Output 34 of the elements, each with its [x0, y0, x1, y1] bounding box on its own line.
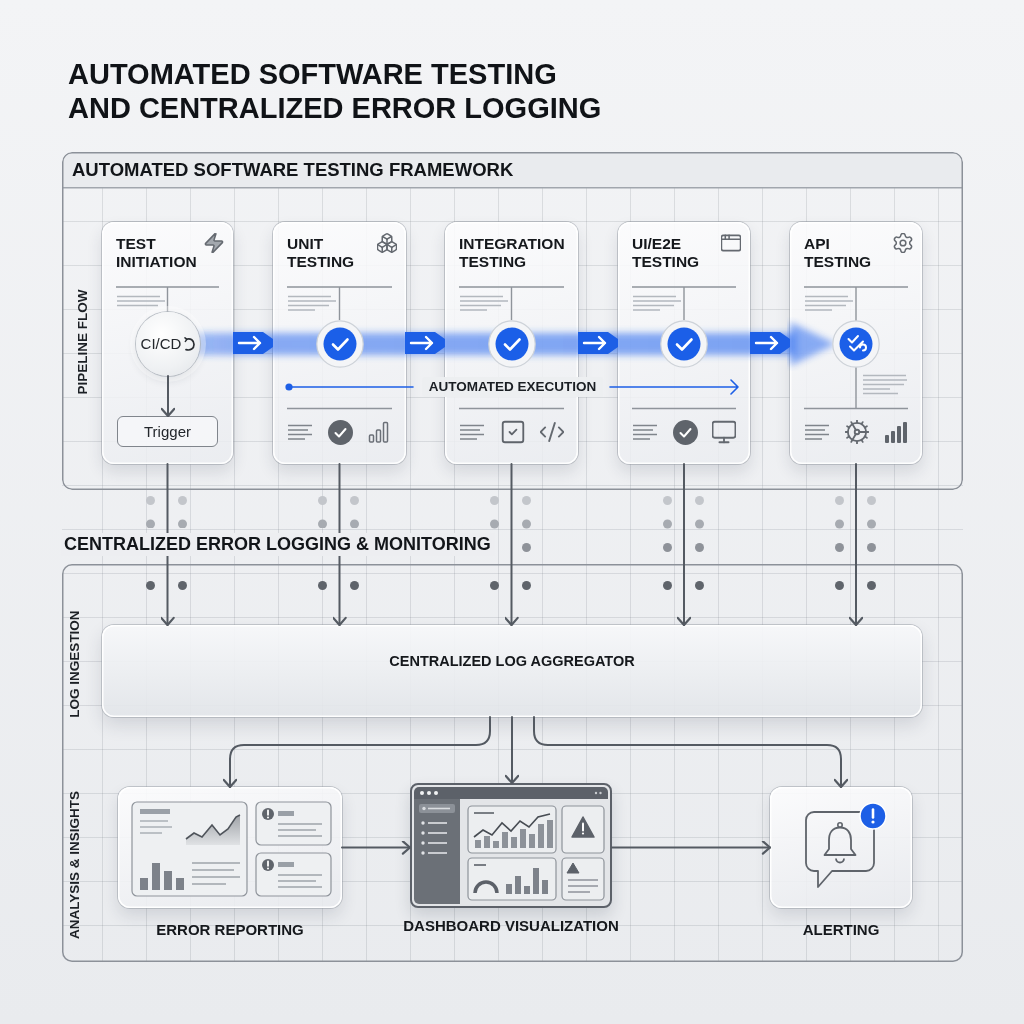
arrow	[611, 840, 772, 855]
stage-card	[273, 222, 406, 464]
aggregator-bar	[102, 625, 922, 717]
card-heading: UNIT TESTING	[287, 235, 356, 271]
node-label: ALERTING	[802, 921, 880, 939]
ci-cd-circle	[136, 312, 200, 376]
section-panel	[62, 152, 963, 490]
node-label: DASHBOARD VISUALIZATION	[403, 917, 619, 935]
arrow	[676, 463, 692, 627]
stage-card	[618, 222, 750, 464]
side-label: LOG INGESTION	[66, 610, 83, 718]
arrow	[848, 463, 864, 627]
arrow	[160, 375, 176, 418]
arrow	[504, 463, 519, 627]
card-heading: TEST INITIATION	[116, 235, 198, 271]
arrow	[341, 840, 412, 855]
stage-card	[790, 222, 922, 464]
stage-card	[102, 222, 233, 464]
arrow	[533, 716, 849, 789]
arrow	[504, 716, 520, 785]
side-label: PIPELINE FLOW	[74, 289, 91, 395]
card-heading: UI/E2E TESTING	[632, 235, 701, 271]
arrow	[222, 716, 491, 789]
node-text: CENTRALIZED LOG AGGREGATOR	[389, 652, 635, 670]
main-title: AUTOMATED SOFTWARE TESTING AND CENTRALIZED ERROR LOGGING	[68, 57, 603, 125]
card-heading: INTEGRATION TESTING	[459, 235, 566, 271]
panel-heading: AUTOMATED SOFTWARE TESTING FRAMEWORK	[72, 160, 514, 180]
node-text: CI/CD	[140, 335, 182, 353]
arrow	[160, 463, 175, 627]
card-heading: API TESTING	[804, 235, 873, 271]
node-label: ERROR REPORTING	[156, 921, 304, 939]
trigger-box: Trigger	[117, 416, 218, 447]
side-label: ANALYSIS & INSIGHTS	[66, 791, 83, 939]
arrow	[332, 463, 347, 627]
